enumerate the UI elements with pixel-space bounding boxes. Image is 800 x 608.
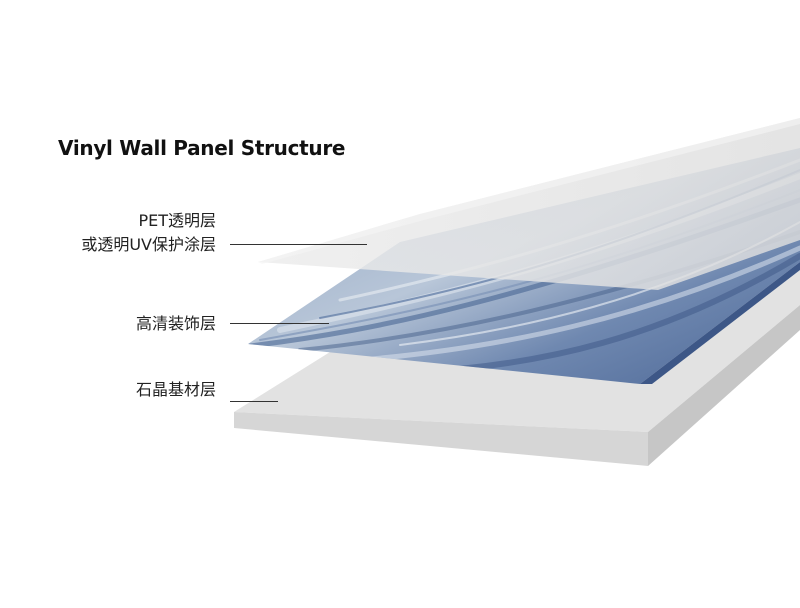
diagram-title: Vinyl Wall Panel Structure — [58, 136, 346, 160]
layer-label-base: 石晶基材层 — [136, 378, 216, 402]
leader-line-film — [230, 244, 367, 245]
layer-label-film-line2: 或透明UV保护涂层 — [81, 235, 216, 254]
layer-label-film: PET透明层 或透明UV保护涂层 — [81, 209, 216, 257]
layer-label-film-line1: PET透明层 — [138, 211, 216, 230]
layer-label-base-line1: 石晶基材层 — [135, 380, 216, 399]
leader-line-base — [230, 401, 278, 402]
film-layer — [258, 118, 800, 290]
leader-line-decor — [230, 323, 329, 324]
layer-label-decor-line1: 高清装饰层 — [135, 314, 216, 333]
layer-label-decor: 高清装饰层 — [136, 312, 216, 336]
